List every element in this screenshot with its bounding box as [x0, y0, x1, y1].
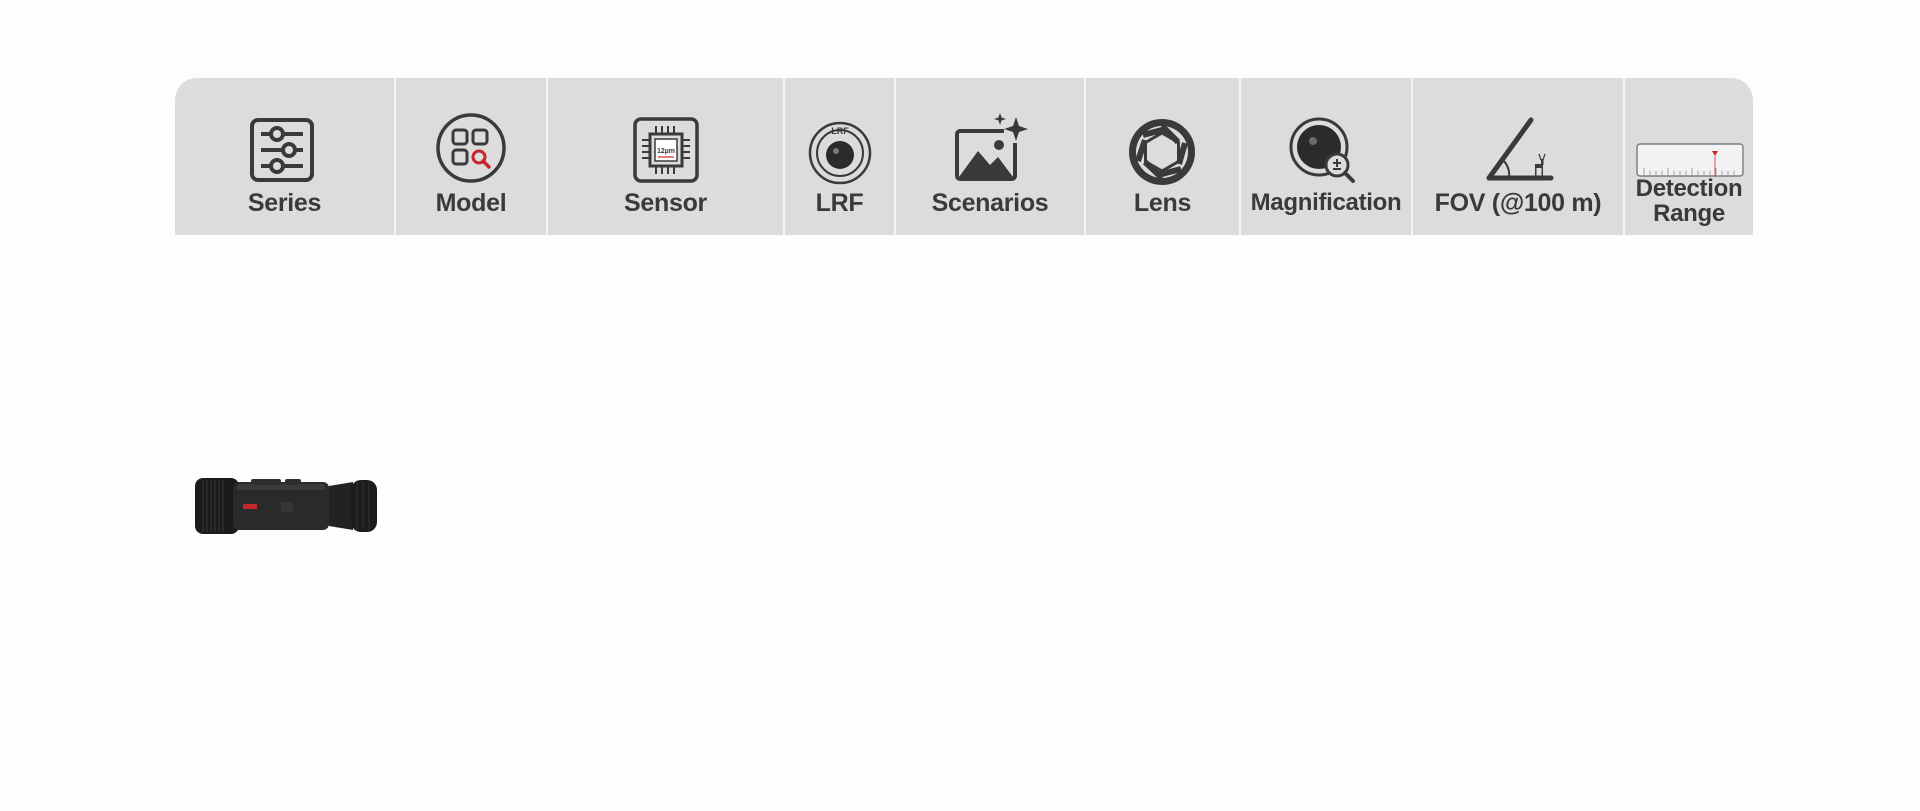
sliders-icon — [249, 114, 315, 186]
header-col-fov: FOV (@100 m) — [1413, 78, 1625, 235]
landscape-sparkle-icon — [954, 111, 1030, 183]
header-label-scenarios: Scenarios — [931, 189, 1049, 217]
header-label-model: Model — [435, 189, 507, 217]
magnifier-icon — [1289, 114, 1359, 186]
grid-search-icon — [435, 112, 507, 184]
header-label-lens: Lens — [1133, 189, 1192, 217]
laser-rangefinder-icon: LRF — [808, 117, 872, 189]
header-label-detection-range: Detection Range — [1625, 176, 1753, 226]
sensor-icon-text: 12µm — [657, 148, 675, 155]
header-col-lrf: LRF LRF — [785, 78, 896, 235]
header-col-model: Model — [396, 78, 548, 235]
header-label-range: Range — [1653, 200, 1725, 227]
aperture-icon — [1129, 116, 1195, 188]
header-col-lens: Lens — [1086, 78, 1241, 235]
comparison-table: Series Model — [175, 78, 1753, 235]
header-label-detection: Detection — [1635, 175, 1743, 202]
header-label-sensor: Sensor — [624, 189, 707, 217]
header-col-sensor: 12µm Sensor — [548, 78, 785, 235]
table-header-row: Series Model — [175, 78, 1753, 235]
product-image[interactable] — [193, 470, 379, 540]
header-label-fov: FOV (@100 m) — [1434, 189, 1602, 217]
angle-deer-icon — [1483, 114, 1555, 186]
header-col-scenarios: Scenarios — [896, 78, 1086, 235]
header-col-series: Series — [175, 78, 396, 235]
header-label-series: Series — [247, 189, 322, 217]
ruler-icon — [1636, 124, 1744, 196]
header-label-magnification: Magnification — [1250, 189, 1402, 216]
lrf-icon-text: LRF — [831, 126, 849, 136]
header-label-lrf: LRF — [815, 189, 864, 217]
chip-icon: 12µm — [632, 114, 700, 186]
header-col-detection-range: Detection Range — [1625, 78, 1753, 235]
header-col-magnification: Magnification — [1241, 78, 1413, 235]
thermal-monocular-image — [195, 478, 377, 534]
